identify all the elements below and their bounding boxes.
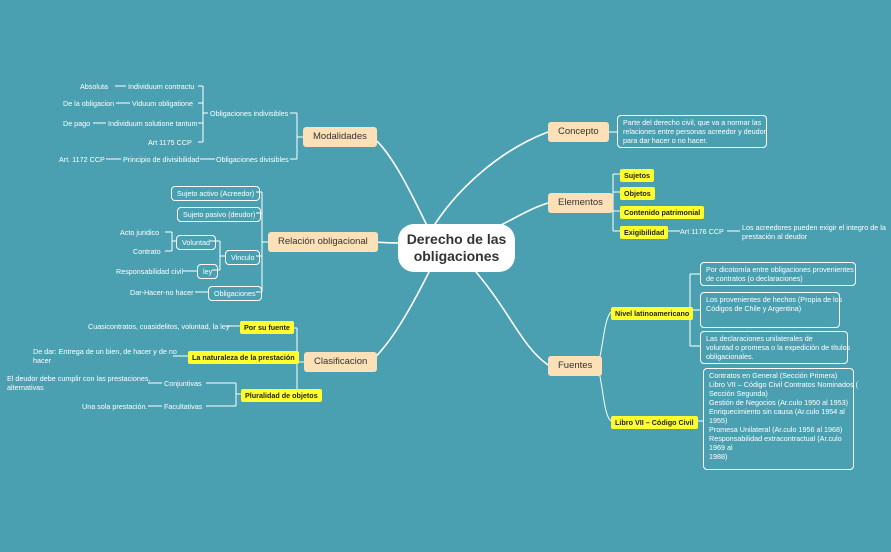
- voluntad[interactable]: Voluntad: [176, 235, 216, 250]
- libro-line-3: Sección Segunda): [709, 389, 768, 398]
- exigibilidad-note-line2: prestación al deudor: [742, 232, 808, 241]
- viduum-obligatione[interactable]: Viduum obligatione: [132, 99, 194, 108]
- concepto-line1: Parte del derecho civil, que va a normar…: [623, 118, 762, 127]
- por-su-fuente-text[interactable]: Cuasicontratos, cuasidelitos, voluntad, …: [88, 322, 230, 331]
- responsabilidad-civil[interactable]: Responsabilidad civil: [116, 267, 184, 276]
- nivel-item-hechos-line2: Códigos de Chile y Argentina): [706, 304, 802, 313]
- facultativas[interactable]: Facultativas: [164, 402, 203, 411]
- concepto-definition[interactable]: Parte del derecho civil, que va a normar…: [617, 115, 768, 148]
- topic-relacion-obligacional[interactable]: Relación obligacional: [268, 232, 378, 252]
- pluralidad-objetos[interactable]: Pluralidad de objetos: [241, 389, 322, 402]
- libro-line-4: Gestión de Negocios (Ar.culo 1950 al 195…: [709, 398, 849, 407]
- nivel-item-declaraciones-line2: voluntad o promesa o la expedición de tí…: [706, 343, 851, 352]
- concepto-line2: relaciones entre personas acreedor y deu…: [623, 127, 768, 136]
- conjuntivas[interactable]: Conjuntivas: [164, 379, 202, 388]
- libro-line-7: Promesa Unilateral (Ar.culo 1956 al 1968…: [709, 425, 843, 434]
- libro-line-9: 1969 al: [709, 443, 733, 452]
- naturaleza-prestacion[interactable]: La naturaleza de la prestación: [188, 351, 299, 364]
- fuente-libro-vii[interactable]: Libro VII – Código Civil: [611, 416, 698, 429]
- label-de-pago[interactable]: De pago: [63, 119, 91, 128]
- topic-elementos[interactable]: Elementos: [548, 193, 613, 213]
- nivel-item-declaraciones[interactable]: Las declaraciones unilaterales de volunt…: [700, 331, 851, 364]
- art-1172-ccp[interactable]: Art. 1172 CCP: [59, 155, 105, 164]
- vinculo[interactable]: Vinculo: [225, 250, 261, 265]
- libro-line-2: Libro VII – Código Civil Contratos Nomin…: [709, 380, 859, 389]
- topic-concepto[interactable]: Concepto: [548, 122, 609, 142]
- libro-line-6: 1955): [709, 416, 728, 425]
- exigibilidad-article[interactable]: Art 1176 CCP: [680, 227, 724, 236]
- fuente-nivel-latinoamericano[interactable]: Nivel latinoamericano: [611, 307, 694, 320]
- libro-line-5: Enriquecimiento sin causa (Ar.culo 1954 …: [709, 407, 845, 416]
- nivel-item-dicotomia-line1: Por dicotomía entre obligaciones proveni…: [706, 265, 854, 274]
- libro-line-1: Contratos en General (Sección Primera): [709, 371, 838, 380]
- topic-fuentes[interactable]: Fuentes: [548, 356, 603, 376]
- conjuntivas-text-line1: El deudor debe cumplir con las prestacio…: [7, 374, 151, 383]
- libro-line-10: 1988): [709, 452, 728, 461]
- individuum-solutione-tantum[interactable]: Individuum solutione tantum: [108, 119, 198, 128]
- elemento-objetos[interactable]: Objetos: [620, 187, 655, 200]
- ley[interactable]: ley: [197, 264, 219, 279]
- topic-clasificacion[interactable]: Clasificacion: [304, 352, 378, 372]
- sujeto-pasivo[interactable]: Sujeto pasivo (deudor): [177, 207, 262, 222]
- relacion-obligaciones[interactable]: Obligaciones: [208, 286, 262, 301]
- individuum-contractu[interactable]: Individuum contractu: [128, 82, 195, 91]
- nivel-item-hechos[interactable]: Los provenientes de hechos (Propia de lo…: [700, 292, 843, 328]
- label-de-la-obligacion[interactable]: De la obligacion: [63, 99, 115, 108]
- exigibilidad-note-line1: Los acreedores pueden exigir el integro …: [742, 223, 886, 232]
- naturaleza-text-line1: De dar: Entrega de un bien, de hacer y d…: [33, 347, 177, 356]
- obligaciones-indivisibles[interactable]: Obligaciones indivisibles: [210, 109, 289, 118]
- acto-juridico[interactable]: Acto juridico: [120, 228, 160, 237]
- principio-divisibilidad[interactable]: Principio de divisibilidad: [123, 155, 200, 164]
- facultativas-text[interactable]: Una sola prestación.: [82, 402, 148, 411]
- exigibilidad-note[interactable]: Los acreedores pueden exigir el integro …: [742, 223, 886, 241]
- central-topic-line1: Derecho de las: [406, 231, 507, 247]
- nivel-item-declaraciones-line3: obligacionales.: [706, 352, 754, 361]
- naturaleza-text-line2: hacer: [33, 356, 51, 365]
- por-su-fuente[interactable]: Por su fuente: [240, 321, 294, 334]
- elemento-exigibilidad[interactable]: Exigibilidad: [620, 226, 669, 239]
- label-absoluta[interactable]: Absoluta: [80, 82, 108, 91]
- nivel-item-declaraciones-line1: Las declaraciones unilaterales de: [706, 334, 813, 343]
- naturaleza-text[interactable]: De dar: Entrega de un bien, de hacer y d…: [33, 347, 177, 365]
- concepto-line3: para dar hacer o no hacer.: [623, 136, 708, 145]
- dar-hacer-no-hacer[interactable]: Dar-Hacer-no hacer: [130, 288, 194, 297]
- nivel-item-dicotomia[interactable]: Por dicotomía entre obligaciones proveni…: [700, 262, 856, 286]
- topic-modalidades[interactable]: Modalidades: [303, 127, 377, 147]
- art-1175-ccp[interactable]: Art 1175 CCP: [148, 138, 192, 147]
- obligaciones-divisibles[interactable]: Obligaciones divisibles: [216, 155, 289, 164]
- sujeto-activo[interactable]: Sujeto activo (Acreedor): [171, 186, 261, 201]
- contrato[interactable]: Contrato: [133, 247, 161, 256]
- conjuntivas-text-line2: alternativas: [7, 383, 44, 392]
- central-topic-line2: obligaciones: [413, 248, 500, 264]
- central-topic[interactable]: Derecho de las obligaciones: [398, 224, 515, 272]
- libro-line-8: Responsabilidad extracontractual (Ar.cul…: [709, 434, 842, 443]
- nivel-item-dicotomia-line2: de contratos (o declaraciones): [706, 274, 803, 283]
- conjuntivas-text[interactable]: El deudor debe cumplir con las prestacio…: [7, 374, 150, 392]
- libro-vii-contents[interactable]: Contratos en General (Sección Primera) L…: [703, 368, 859, 470]
- elemento-sujetos[interactable]: Sujetos: [620, 169, 654, 182]
- elemento-contenido-patrimonial[interactable]: Contenido patrimonial: [620, 206, 705, 219]
- nivel-item-hechos-line1: Los provenientes de hechos (Propia de lo…: [706, 295, 843, 304]
